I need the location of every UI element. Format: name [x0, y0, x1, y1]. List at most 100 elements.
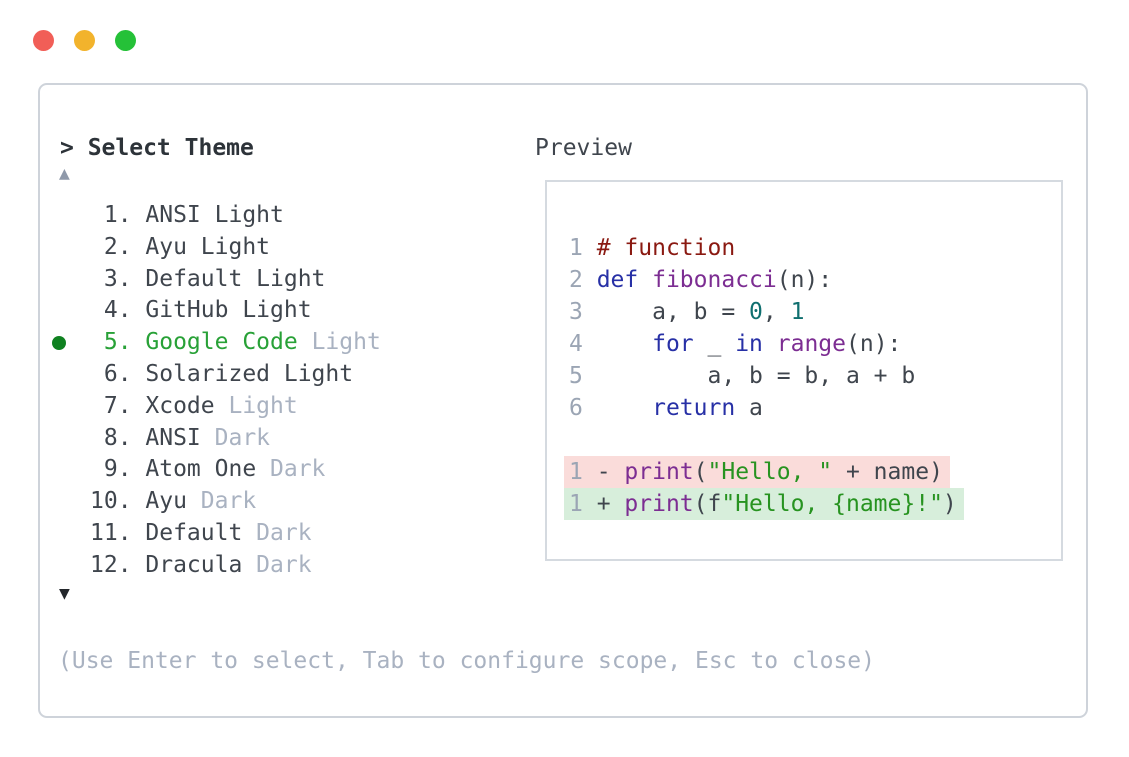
code-token: (n): [776, 267, 833, 293]
select-theme-prompt: > Select Theme [60, 135, 254, 161]
theme-item-sfx: Dark [256, 456, 326, 483]
code-line: 4 for _ in range(n): [569, 328, 964, 360]
theme-list-item[interactable]: 7. Xcode Light [90, 391, 381, 423]
code-token: def [596, 267, 639, 293]
theme-list-item[interactable]: 4. GitHub Light [90, 295, 381, 327]
code-token: fibonacci [652, 267, 777, 293]
theme-item-num: 10. [90, 488, 146, 515]
theme-item-nm: GitHub Light [145, 297, 312, 324]
theme-list-item[interactable]: 6. Solarized Light [90, 359, 381, 391]
code-token: 1 [569, 459, 597, 485]
theme-item-nm: Google Code [145, 329, 298, 356]
code-token: 1 [790, 299, 805, 325]
code-token: a, b = [596, 299, 750, 325]
theme-item-num: 4. [90, 297, 146, 324]
code-token: range [776, 331, 846, 357]
theme-item-num: 5. [90, 329, 146, 356]
code-token: + name) [832, 459, 943, 485]
theme-item-num: 7. [90, 392, 146, 419]
diff-removed-highlight: 1 - print("Hello, " + name) [564, 456, 950, 488]
theme-item-num: 1. [90, 202, 146, 228]
code-token: 0 [749, 299, 763, 325]
scroll-up-icon[interactable]: ▲ [59, 163, 70, 184]
code-token: ( [693, 459, 708, 485]
code-line: 5 a, b = b, a + b [569, 360, 964, 392]
theme-list-item[interactable]: 5. Google Code Light [52, 327, 381, 359]
theme-item-num: 6. [90, 360, 146, 387]
theme-list-item[interactable]: 10. Ayu Dark [90, 486, 381, 518]
code-token [763, 331, 777, 357]
theme-list-item[interactable]: 8. ANSI Dark [90, 423, 381, 455]
zoom-button[interactable] [115, 30, 136, 51]
code-token: in [735, 331, 763, 357]
theme-item-num: 11. [90, 519, 146, 546]
theme-item-sfx: Dark [242, 551, 312, 578]
code-token: "Hello, {name}!" [721, 491, 943, 517]
code-token: - [596, 459, 625, 485]
minimize-button[interactable] [74, 30, 95, 51]
theme-item-sfx: Dark [200, 424, 271, 451]
theme-item-nm: Default [145, 519, 243, 546]
theme-item-sfx: Light [297, 329, 381, 356]
preview-label: Preview [535, 135, 632, 161]
theme-item-num: 3. [90, 265, 146, 292]
theme-item-sfx: Dark [186, 488, 257, 515]
theme-item-sfx: Dark [242, 519, 312, 546]
code-token: return [652, 395, 736, 421]
code-token: + [596, 491, 625, 517]
scroll-down-icon[interactable]: ▼ [59, 583, 70, 604]
code-token: print [624, 459, 694, 485]
code-token: 4 [569, 331, 597, 357]
code-token: 1 [569, 491, 597, 517]
theme-item-nm: Ayu Light [145, 233, 271, 260]
theme-item-nm: ANSI [145, 424, 201, 451]
code-token [597, 331, 652, 357]
diff-added-line: 1 + print(f"Hello, {name}!") [564, 488, 964, 520]
code-token: _ [693, 331, 736, 357]
code-token: (n): [846, 331, 902, 357]
code-token: 2 [569, 267, 597, 293]
close-button[interactable] [33, 30, 54, 51]
diff-removed-line: 1 - print("Hello, " + name) [564, 456, 964, 488]
code-token: , [762, 299, 791, 325]
code-token: print [624, 491, 694, 517]
theme-list-item[interactable]: 1. ANSI Light [90, 200, 381, 232]
code-token: for [652, 331, 694, 357]
code-token: "Hello, " [707, 459, 833, 485]
code-token: # function [596, 235, 736, 261]
theme-list-item[interactable]: 9. Atom One Dark [90, 454, 381, 486]
code-line: 6 return a [569, 392, 964, 424]
code-token [638, 267, 652, 293]
code-token: 3 [569, 299, 597, 325]
selected-dot-icon [52, 336, 66, 351]
code-line: 1 # function [569, 232, 964, 264]
theme-list-item[interactable]: 2. Ayu Light [90, 232, 381, 264]
theme-picker-window: > Select Theme Preview ▲ 1. ANSI Light 2… [38, 83, 1088, 718]
theme-list-item[interactable]: 12. Dracula Dark [90, 550, 381, 582]
theme-list-item[interactable]: 3. Default Light [90, 264, 381, 296]
theme-item-nm: Dracula [145, 551, 243, 578]
theme-item-num: 12. [90, 551, 146, 578]
theme-list: 1. ANSI Light 2. Ayu Light 3. Default Li… [52, 200, 381, 582]
theme-item-nm: Solarized Light [145, 360, 354, 387]
blank-line [569, 424, 964, 456]
code-token: a, b = b, a + b [596, 363, 916, 389]
theme-item-num: 8. [90, 424, 146, 451]
theme-item-nm: ANSI Light [145, 202, 284, 228]
theme-item-sfx: Light [214, 392, 298, 419]
diff-added-highlight: 1 + print(f"Hello, {name}!") [564, 488, 964, 520]
theme-item-num: 9. [90, 456, 146, 483]
theme-item-num: 2. [90, 233, 146, 260]
theme-list-item[interactable]: 11. Default Dark [90, 518, 381, 550]
code-line: 2 def fibonacci(n): [569, 264, 964, 296]
help-text: (Use Enter to select, Tab to configure s… [58, 648, 875, 674]
code-token [597, 395, 652, 421]
code-token: (f [693, 491, 722, 517]
code-token: 5 [569, 363, 597, 389]
theme-item-nm: Atom One [145, 456, 257, 483]
theme-item-nm: Xcode [145, 392, 215, 419]
theme-item-nm: Default Light [145, 265, 326, 292]
code-token: 1 [569, 235, 597, 261]
